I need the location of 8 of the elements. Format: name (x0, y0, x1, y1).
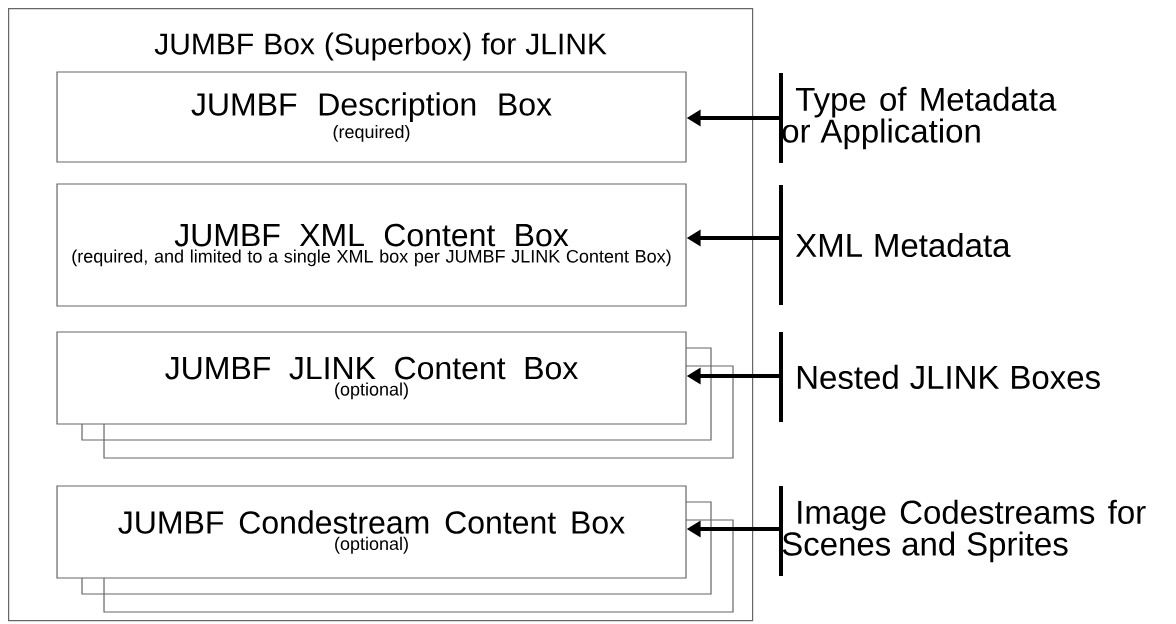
content-box: JUMBF Condestream Content Box (optional) (56, 485, 687, 579)
bracket-label: Image Codestreams for Scenes and Sprites (779, 486, 1146, 576)
content-box: JUMBF Description Box (required) (56, 71, 687, 163)
bracket-label: XML Metadata (779, 185, 1011, 305)
content-box: JUMBF XML Content Box (required, and limited to a single XML box per JUMBF JLINK Content Box) (56, 183, 687, 307)
bracket-label: Nested JLINK Boxes (779, 332, 1100, 422)
bracket-label: Type of Metadata or Application (779, 73, 1057, 163)
content-box: JUMBF JLINK Content Box (optional) (56, 331, 687, 425)
